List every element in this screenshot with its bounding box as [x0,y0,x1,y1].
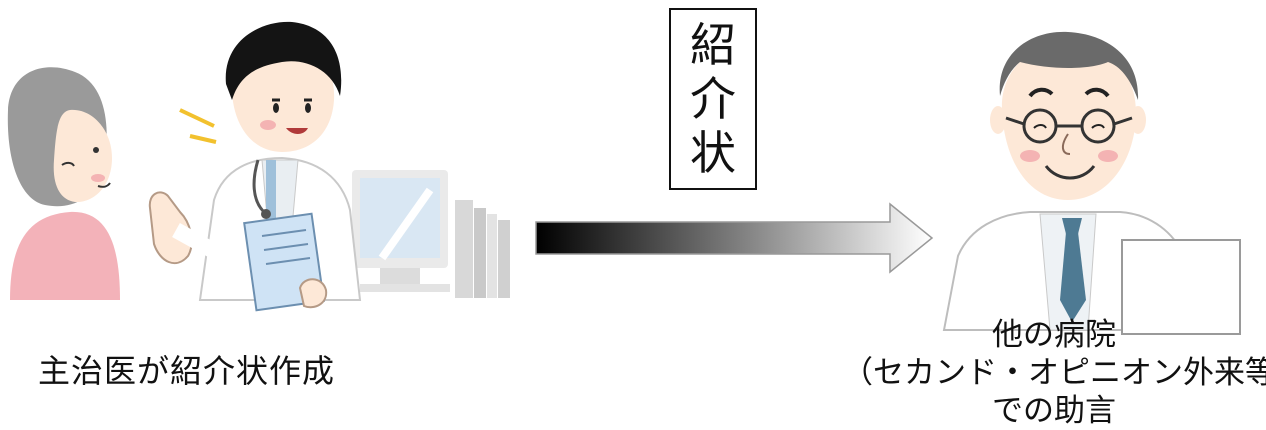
right-caption-line-1: 他の病院 [992,317,1116,353]
label-char-2: 介 [690,72,736,126]
patient-illustration [7,67,120,300]
doctor-right-illustration [942,31,1241,335]
clipboard-left [243,212,328,312]
doctor-left-illustration [148,21,362,312]
right-caption: 他の病院 （セカンド・オピニオン外来等） での助言 [842,316,1266,430]
referral-letter-label-box: 紹 介 状 [669,8,757,190]
label-char-1: 紹 [690,18,736,72]
right-caption-line-3: での助言 [992,393,1116,429]
monitor-illustration [352,170,450,292]
label-char-3: 状 [690,126,736,180]
referral-arrow [535,202,934,274]
books-illustration [455,200,510,298]
left-caption: 主治医が紹介状作成 [38,352,336,390]
right-caption-line-2: （セカンド・オピニオン外来等） [842,355,1266,391]
